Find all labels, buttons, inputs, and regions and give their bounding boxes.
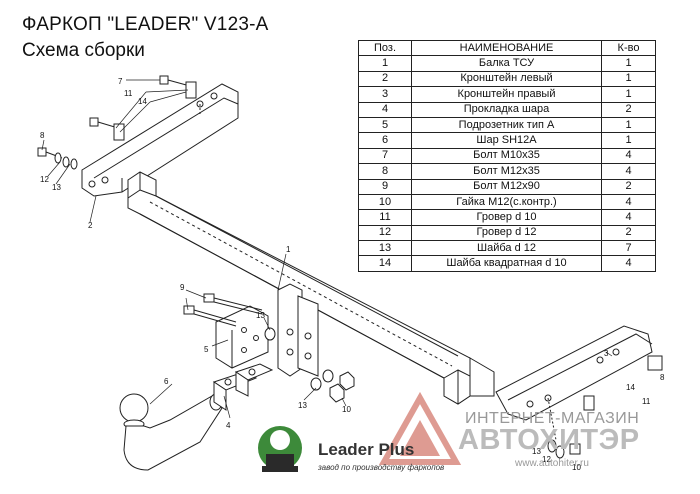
parts-cell-name: Болт М10х35 xyxy=(411,147,602,165)
callout-13-center: 13 xyxy=(256,311,265,320)
ball-mount-plate xyxy=(277,283,319,377)
parts-cell-name: Болт М12х35 xyxy=(411,163,602,180)
callout-5: 5 xyxy=(204,345,209,354)
leader-plus-logo-mark xyxy=(258,426,302,472)
ball-spacer-plates xyxy=(212,363,274,411)
callout-11-left: 11 xyxy=(124,89,133,98)
callout-13-left: 13 xyxy=(52,183,61,192)
parts-cell-name: Кронштейн правый xyxy=(411,86,602,103)
drawing-subtitle: Схема сборки xyxy=(22,40,145,61)
callout-10: 10 xyxy=(342,405,351,414)
leader-plus-tagline: завод по производству фаркопов xyxy=(318,463,445,472)
callout-2: 2 xyxy=(88,221,93,230)
watermark-subtitle: ИНТЕРНЕТ-МАГАЗИН xyxy=(465,410,640,427)
tow-ball xyxy=(119,393,223,471)
callout-14-left: 14 xyxy=(138,97,147,106)
right-hardware xyxy=(547,355,663,459)
callout-1: 1 xyxy=(286,245,291,254)
parts-cell-qty: 1 xyxy=(601,86,656,103)
callout-labels: 1 2 3 4 5 6 7 8 9 10 11 11 12 12 13 13 1… xyxy=(40,77,665,472)
nuts-and-washers xyxy=(264,327,355,403)
callout-4: 4 xyxy=(226,421,231,430)
callout-3: 3 xyxy=(604,349,609,358)
watermark-emblem-icon xyxy=(378,391,462,465)
callout-7: 7 xyxy=(118,77,123,86)
callout-9: 9 xyxy=(180,283,185,292)
parts-cell-name: Прокладка шара xyxy=(411,101,602,118)
left-bracket xyxy=(81,83,239,197)
parts-cell-qty: 1 xyxy=(601,70,656,88)
callout-12-left: 12 xyxy=(40,175,49,184)
parts-cell-qty: 7 xyxy=(601,240,656,257)
parts-cell-pos: 3 xyxy=(358,86,412,103)
parts-cell-name: Балка ТСУ xyxy=(411,55,602,72)
parts-cell-pos: 12 xyxy=(358,224,412,242)
parts-cell-qty: 2 xyxy=(601,101,656,118)
bolts-m12x90 xyxy=(183,293,263,327)
parts-cell-name: Шайба квадратная d 10 xyxy=(411,255,602,272)
parts-cell-name: Кронштейн левый xyxy=(411,70,602,88)
right-bracket xyxy=(495,325,653,441)
callout-13-bottom: 13 xyxy=(298,401,307,410)
socket-bracket xyxy=(215,305,269,369)
parts-cell-pos: 13 xyxy=(358,240,412,257)
watermark-url: www.autohiter.ru xyxy=(515,458,589,469)
watermark-title: АВТОХИТЭР xyxy=(458,424,640,456)
parts-cell-qty: 1 xyxy=(601,55,656,72)
drawing-title: ФАРКОП "LEADER" V123-A xyxy=(22,14,269,35)
leader-lines xyxy=(41,79,613,419)
callout-12-right: 12 xyxy=(542,455,551,464)
parts-cell-qty: 4 xyxy=(601,255,656,272)
callout-10-right: 10 xyxy=(572,463,581,472)
callout-14-right: 14 xyxy=(626,383,635,392)
leader-plus-brand: Leader Plus xyxy=(318,440,415,459)
callout-11-right: 11 xyxy=(642,397,651,406)
callout-8-right: 8 xyxy=(660,373,665,382)
left-hardware xyxy=(37,75,197,170)
callout-6: 6 xyxy=(164,377,169,386)
callout-8: 8 xyxy=(40,131,45,140)
callout-13-right: 13 xyxy=(532,447,541,456)
